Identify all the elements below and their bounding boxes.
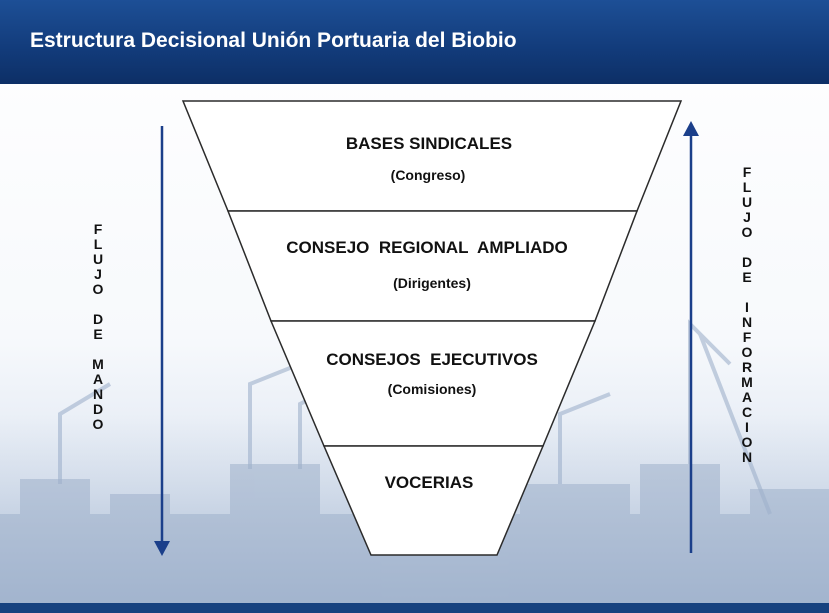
level-2-subtitle: (Dirigentes) [393,275,471,291]
up-arrow-icon [683,121,699,553]
funnel-level-bases-sindicales [181,100,683,212]
level-1-subtitle: (Congreso) [391,167,466,183]
level-3-subtitle: (Comisiones) [388,381,477,397]
level-4-title: VOCERIAS [385,473,474,492]
level-1-title: BASES SINDICALES [346,134,512,153]
funnel-level-vocerias [322,445,545,556]
header-bar: Estructura Decisional Unión Portuaria de… [0,0,829,84]
level-2-title: CONSEJO REGIONAL AMPLIADO [286,238,567,257]
down-arrow-icon [154,126,170,556]
slide-title: Estructura Decisional Unión Portuaria de… [30,29,517,52]
level-3-title: CONSEJOS EJECUTIVOS [326,350,538,369]
funnel-level-consejo-regional [226,210,639,322]
bottom-rule [0,603,829,613]
